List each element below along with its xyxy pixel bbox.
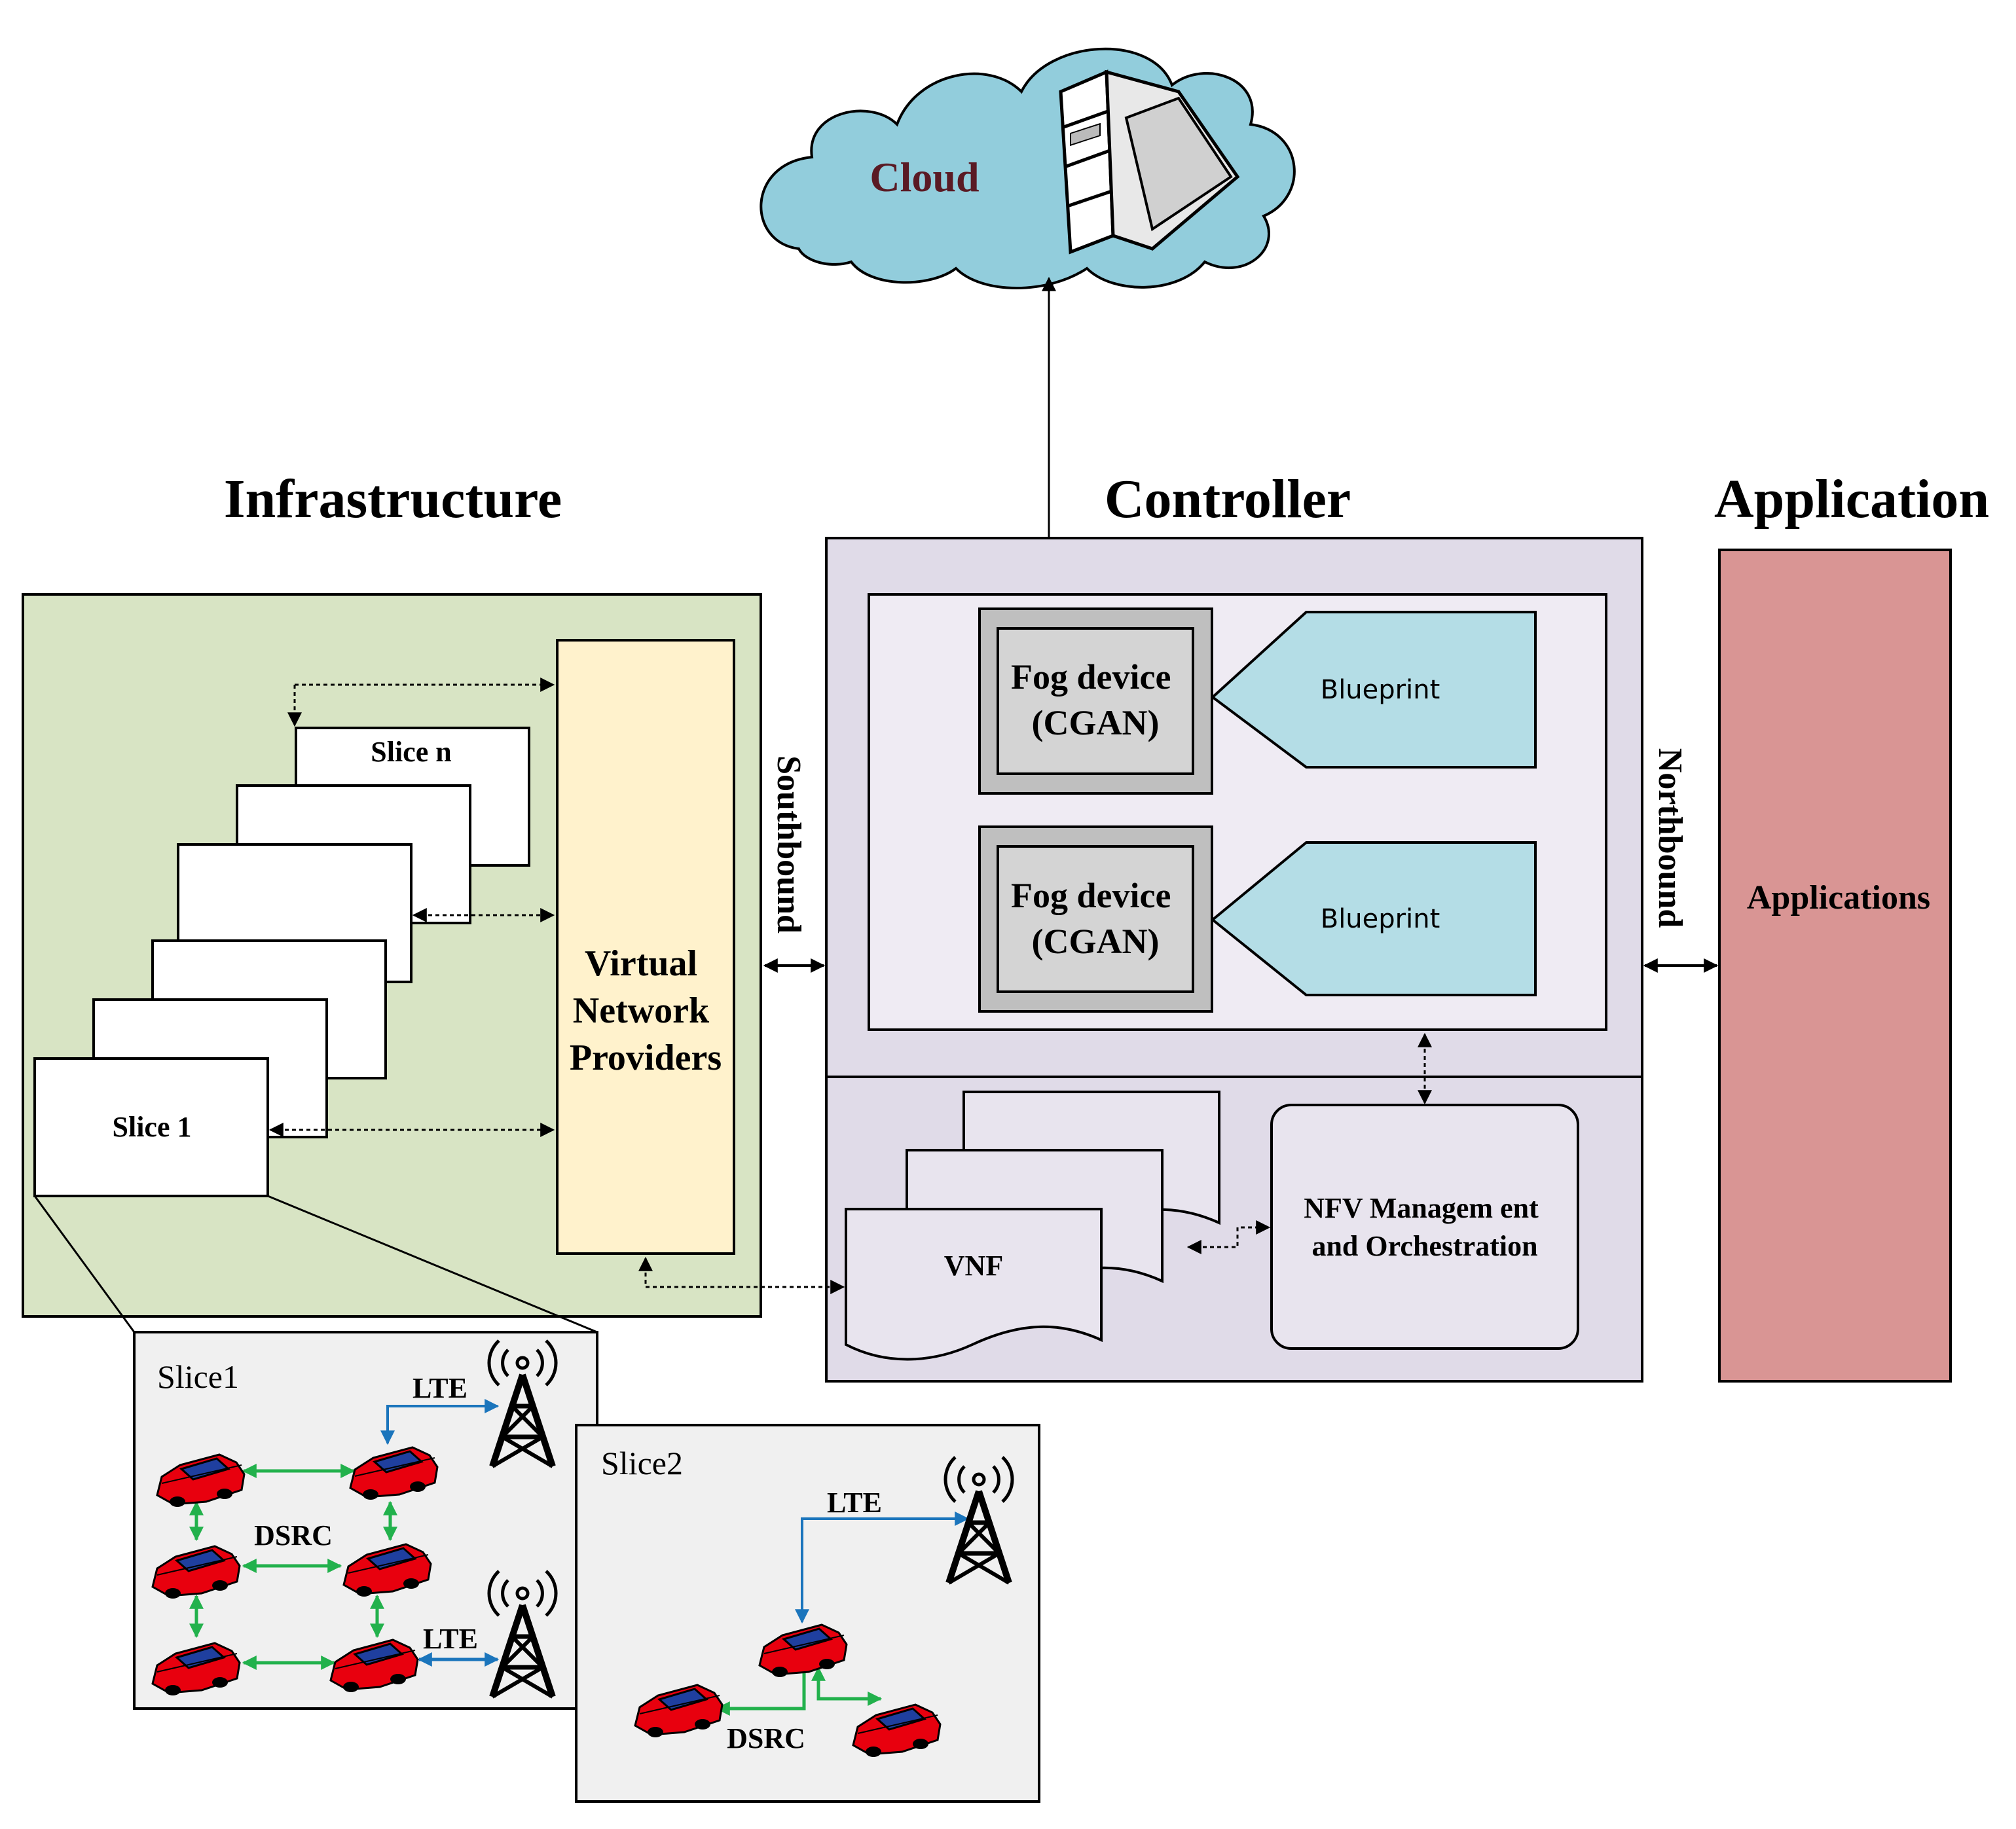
heading-application: Application [1714, 469, 1989, 530]
vnf-doc-1 [845, 1208, 1103, 1361]
fog-device-2 [997, 845, 1194, 993]
slice1-detail: Slice1 LTE DSRC LTE [133, 1331, 598, 1710]
heading-infrastructure: Infrastructure [224, 469, 562, 530]
vnp-label: Virtual Network Providers [570, 943, 722, 1078]
server-icon [1059, 69, 1240, 255]
zoom-line-right [267, 1195, 598, 1333]
slice1-dsrc-label: DSRC [254, 1519, 333, 1551]
nfv-mano-label: NFV Managem ent and Orchestration [1304, 1192, 1545, 1262]
southbound-label: Southbound [770, 755, 807, 933]
vnf-nfv-link [1186, 1220, 1271, 1254]
zoom-line-left [33, 1195, 136, 1333]
slice2-dsrc-label: DSRC [727, 1722, 805, 1754]
slice2-dsrc-link-right [811, 1666, 883, 1706]
slice2-dsrc-link-left [715, 1673, 806, 1716]
fog-device-2-line1: Fog device [1011, 876, 1171, 915]
nfv-line-1: NFV Managem ent [1304, 1192, 1539, 1224]
fog-device-1-line2: (CGAN) [1032, 703, 1160, 742]
fog-device-1-label: Fog device (CGAN) [1011, 657, 1180, 742]
vnp-vnf-link [638, 1256, 845, 1294]
blueprint-2-label: Blueprint [1321, 904, 1440, 934]
lte-link-1 [380, 1399, 500, 1445]
fog-device-2-line2: (CGAN) [1032, 922, 1160, 961]
vnp-box [556, 639, 735, 1255]
slice2-lte-link [795, 1512, 970, 1624]
cloud: Cloud [760, 47, 1296, 289]
slice2-lte-label: LTE [827, 1487, 882, 1519]
vnp-line-3: Providers [570, 1038, 722, 1078]
northbound-label: Northbound [1651, 748, 1689, 928]
blueprint-1 [1210, 611, 1537, 769]
slice2-title: Slice2 [601, 1445, 683, 1481]
slice-card-1 [33, 1057, 269, 1197]
slice2-detail: Slice2 LTE DSRC [575, 1424, 1040, 1803]
applications-label: Applications [1747, 879, 1930, 916]
fog-device-2-label: Fog device (CGAN) [1011, 876, 1180, 961]
vnp-line-1: Virtual [585, 943, 697, 984]
slice1-lte-label-2: LTE [423, 1623, 478, 1655]
vnp-line-2: Network [573, 990, 710, 1031]
slice-1-label: Slice 1 [113, 1111, 192, 1143]
nfv-line-2: and Orchestration [1311, 1230, 1537, 1262]
slice1-title: Slice1 [157, 1358, 239, 1395]
fog-device-1 [997, 627, 1194, 775]
blueprint-1-label: Blueprint [1321, 675, 1440, 705]
cloud-label: Cloud [870, 154, 979, 200]
heading-controller: Controller [1105, 469, 1351, 530]
slice-n-label: Slice n [371, 736, 451, 768]
applications-box [1718, 549, 1952, 1383]
slice1-lte-label-1: LTE [412, 1372, 467, 1404]
controller-panel: Fog device (CGAN) Blueprint Fog device (… [825, 537, 1643, 1383]
fog-device-1-line1: Fog device [1011, 657, 1171, 697]
blueprint-2 [1210, 841, 1537, 996]
infrastructure-panel: Slice n Slice 1 Virtual Network Provider… [22, 593, 762, 1318]
nfv-mano-box [1270, 1104, 1579, 1350]
vnf-label: VNF [944, 1250, 1003, 1282]
